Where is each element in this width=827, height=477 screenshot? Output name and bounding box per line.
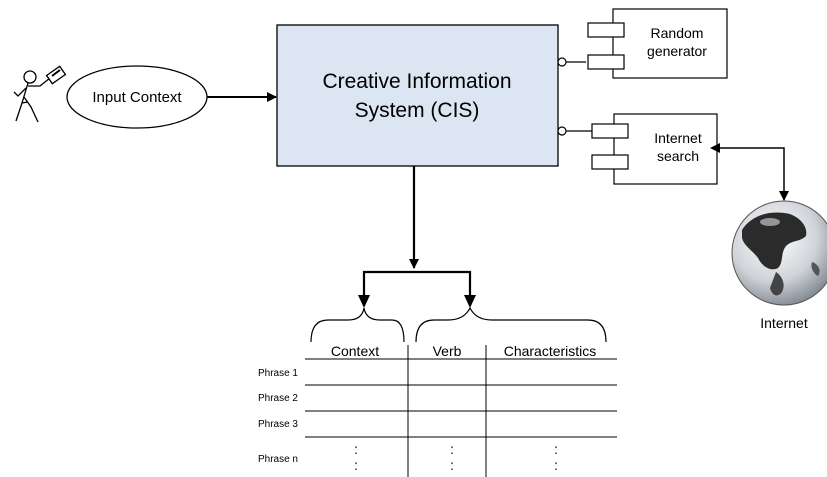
input-context-node: Input Context <box>66 65 208 129</box>
input-context-label: Input Context <box>92 89 182 106</box>
column-header-verb: Verb <box>433 343 462 359</box>
ellipsis-characteristics: : <box>554 441 558 457</box>
random-generator-label-line1: Random <box>651 25 704 41</box>
brace-context <box>310 307 405 343</box>
ellipsis-verb: : <box>450 457 454 473</box>
cis-output-arrows <box>362 166 472 305</box>
internet-search-component: Internet search <box>557 113 718 185</box>
internet-label: Internet <box>760 315 808 331</box>
ellipsis-characteristics: : <box>554 457 558 473</box>
cis-title-line1: Creative Information <box>322 70 511 93</box>
column-header-characteristics: Characteristics <box>504 343 597 359</box>
phrase-table: Context Verb Characteristics Phrase 1 Ph… <box>258 343 617 477</box>
user-actor-icon <box>13 65 67 123</box>
random-generator-component: Random generator <box>557 8 728 79</box>
column-header-context: Context <box>331 343 379 359</box>
ellipsis-context: : <box>354 457 358 473</box>
internet-search-label-line1: Internet <box>654 130 702 146</box>
cis-title-line2: System (CIS) <box>355 99 480 122</box>
ellipsis-verb: : <box>450 441 454 457</box>
arrowhead-context <box>358 295 370 308</box>
arrowhead-verb-characteristics <box>464 295 476 308</box>
cis-box: Creative Information System (CIS) <box>276 24 559 167</box>
internet-search-label-line2: search <box>657 148 699 164</box>
row-label-phrase-3: Phrase 3 <box>258 419 298 430</box>
ellipsis-context: : <box>354 441 358 457</box>
row-label-phrase-n: Phrase n <box>258 454 298 465</box>
internet-link-arrow <box>710 143 789 201</box>
row-label-phrase-2: Phrase 2 <box>258 393 298 404</box>
globe-icon <box>731 200 827 306</box>
brace-verb-characteristics <box>415 306 607 343</box>
row-label-phrase-1: Phrase 1 <box>258 368 298 379</box>
random-generator-label-line2: generator <box>647 43 707 59</box>
